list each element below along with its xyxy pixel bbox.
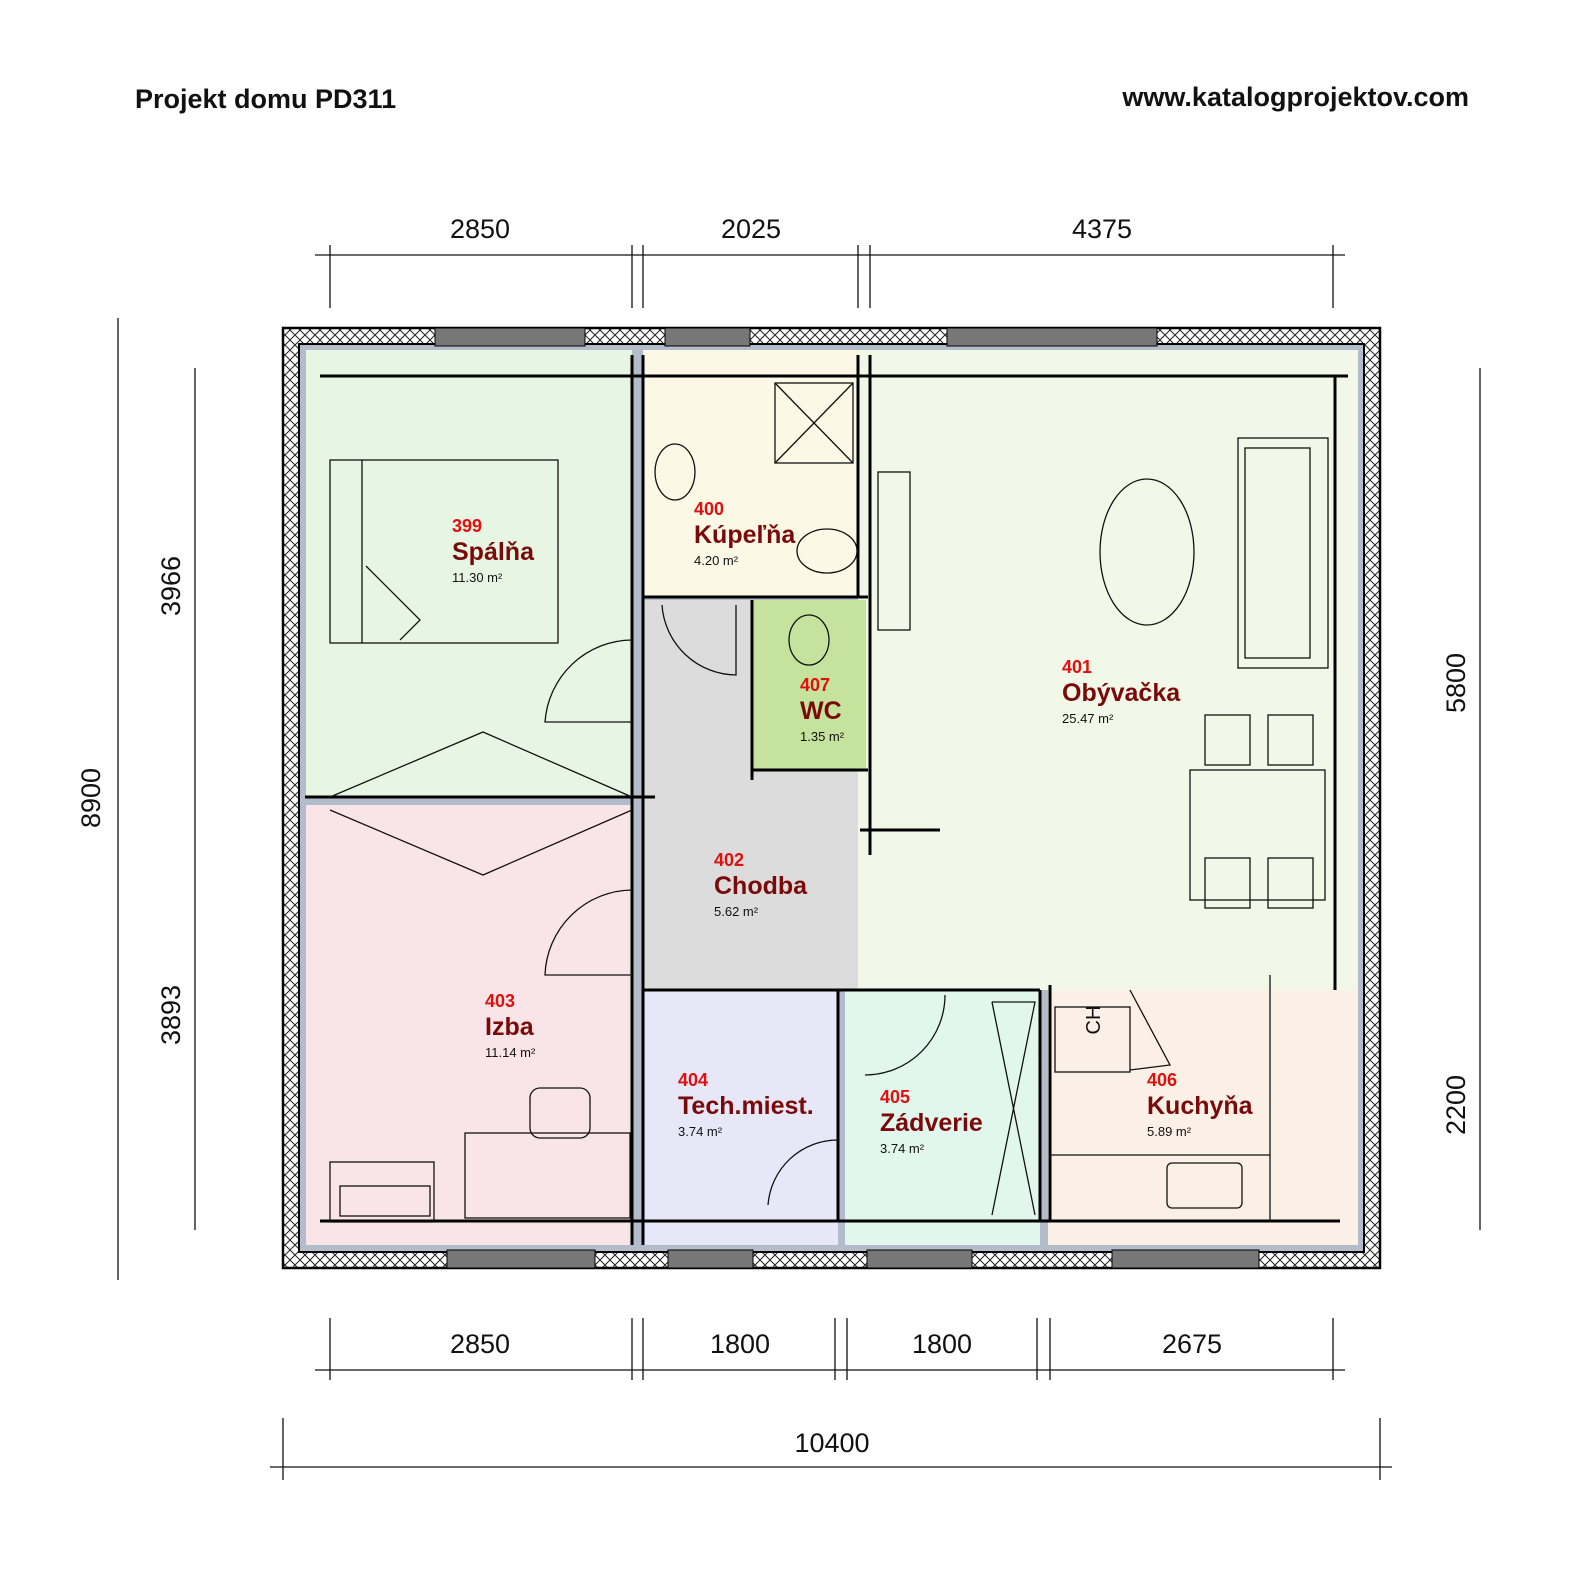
room-number: 401	[1062, 657, 1092, 677]
dim-top-3: 4375	[1072, 214, 1132, 244]
dim-left-2: 3893	[156, 985, 186, 1045]
room-area: 5.89 m²	[1147, 1124, 1192, 1139]
dim-bottom-1: 2850	[450, 1329, 510, 1359]
room-area: 3.74 m²	[880, 1141, 925, 1156]
room-name: WC	[800, 697, 842, 725]
dim-total-width: 10400	[794, 1428, 869, 1458]
room-area: 25.47 m²	[1062, 711, 1114, 726]
dimension-lines	[117, 245, 1481, 1480]
room-tech[interactable]	[643, 990, 838, 1245]
dim-bottom-4: 2675	[1162, 1329, 1222, 1359]
room-name: Chodba	[714, 872, 808, 900]
room-area: 4.20 m²	[694, 553, 739, 568]
boiler-label: CH	[1083, 1006, 1105, 1035]
room-izba[interactable]	[306, 805, 632, 1245]
room-kupelna[interactable]	[643, 350, 858, 597]
interior-walls	[305, 355, 1348, 1245]
dim-left-1: 3966	[156, 556, 186, 616]
windows	[434, 327, 1260, 1269]
room-area: 11.14 m²	[485, 1045, 536, 1060]
room-number: 406	[1147, 1070, 1177, 1090]
project-title: Projekt domu PD311	[135, 84, 397, 114]
website-link[interactable]: www.katalogprojektov.com	[1122, 82, 1469, 112]
room-name: Kuchyňa	[1147, 1092, 1254, 1120]
dim-top-2: 2025	[721, 214, 781, 244]
room-area: 5.62 m²	[714, 904, 759, 919]
room-name: Spálňa	[452, 538, 535, 566]
furniture	[329, 382, 1329, 1223]
room-area: 11.30 m²	[452, 570, 503, 585]
room-area: 3.74 m²	[678, 1124, 723, 1139]
room-name: Izba	[485, 1013, 535, 1041]
dim-right-2: 2200	[1441, 1075, 1471, 1135]
dim-top-1: 2850	[450, 214, 510, 244]
room-name: Tech.miest.	[678, 1092, 814, 1120]
room-number: 407	[800, 675, 830, 695]
room-number: 403	[485, 991, 515, 1011]
dim-bottom-2: 1800	[710, 1329, 770, 1359]
dim-right-1: 5800	[1441, 653, 1471, 713]
room-number: 402	[714, 850, 744, 870]
room-number: 404	[678, 1070, 708, 1090]
room-name: Kúpeľňa	[694, 521, 796, 549]
room-number: 400	[694, 499, 724, 519]
dim-left-total: 8900	[76, 768, 106, 828]
room-name: Obývačka	[1062, 679, 1181, 707]
room-obyvacka[interactable]	[858, 350, 1358, 990]
room-name: Zádverie	[880, 1109, 983, 1137]
room-kuchyna[interactable]	[1048, 990, 1358, 1245]
room-number: 405	[880, 1087, 910, 1107]
room-wc[interactable]	[752, 600, 866, 770]
room-number: 399	[452, 516, 482, 536]
dim-bottom-3: 1800	[912, 1329, 972, 1359]
room-zadverie[interactable]	[845, 990, 1040, 1245]
room-area: 1.35 m²	[800, 729, 845, 744]
